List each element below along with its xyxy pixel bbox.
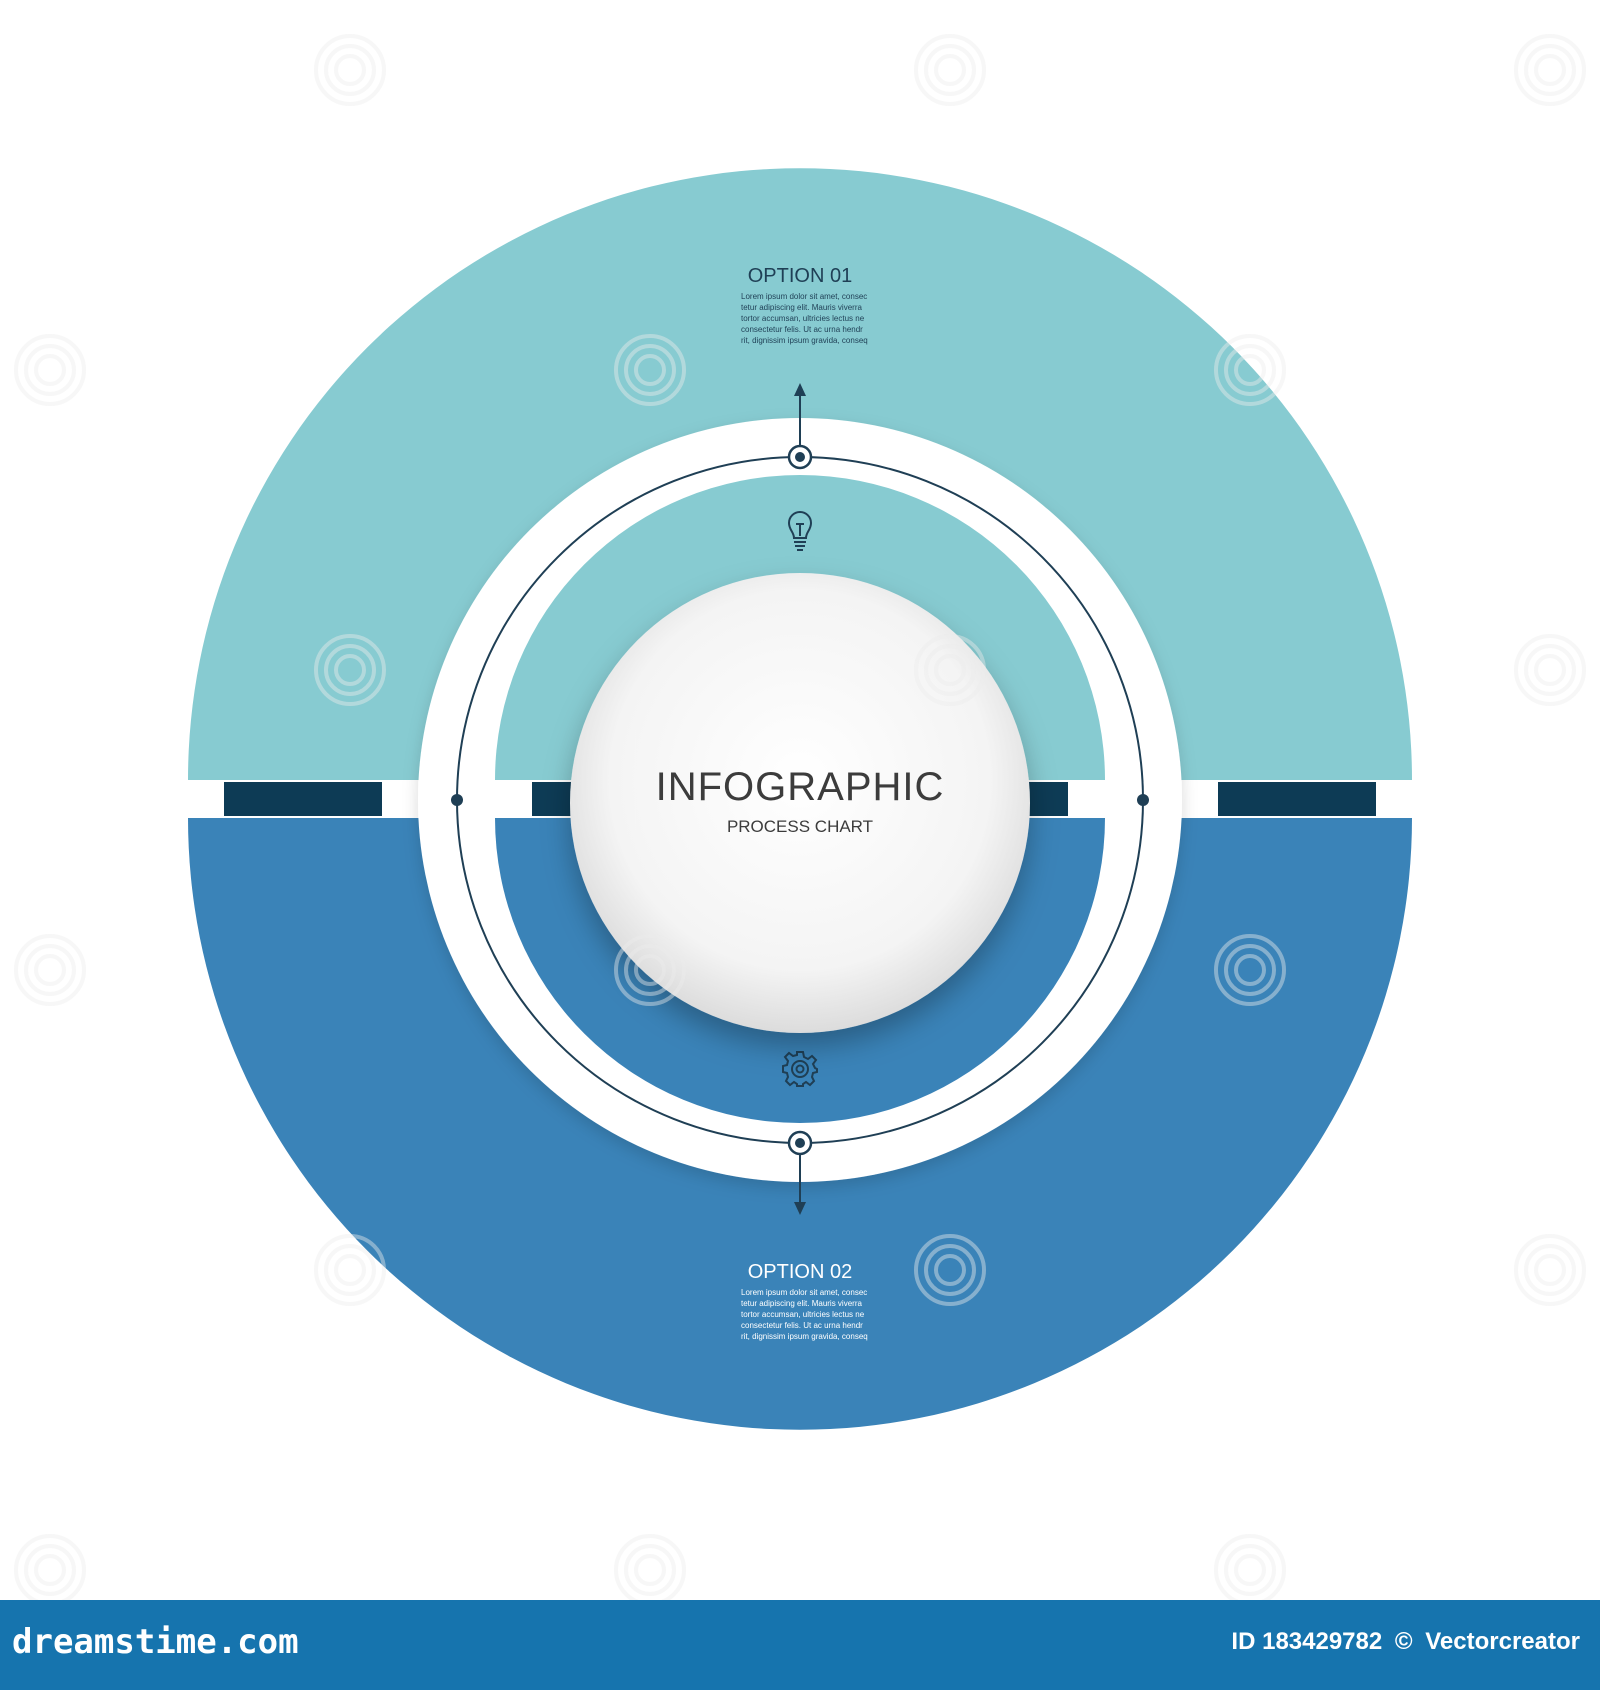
- option-2-body-line: consectetur felis. Ut ac urna hendr: [741, 1321, 863, 1330]
- footer-brand: dreamstime.com: [12, 1622, 299, 1662]
- connector-dot-right: [1137, 794, 1149, 806]
- node-bottom-inner: [795, 1138, 805, 1148]
- option-2-body-line: Lorem ipsum dolor sit amet, consec: [741, 1288, 867, 1297]
- option-2-body: Lorem ipsum dolor sit amet, consec tetur…: [741, 1288, 868, 1341]
- center-subtitle: PROCESS CHART: [727, 817, 873, 836]
- option-1-title: OPTION 01: [748, 265, 852, 287]
- option-2-body-line: tetur adipiscing elit. Mauris viverra: [741, 1299, 862, 1308]
- lightbulb-icon: [787, 511, 813, 551]
- center-circle: [570, 573, 1030, 1033]
- option-2-title: OPTION 02: [748, 1261, 852, 1283]
- option-1-body: Lorem ipsum dolor sit amet, consec tetur…: [741, 292, 868, 345]
- option-2-body-line: tortor accumsan, ultricies lectus ne: [741, 1310, 865, 1319]
- option-1-body-line: rit, dignissim ipsum gravida, conseq: [741, 336, 868, 345]
- infographic-diagram: INFOGRAPHIC PROCESS CHART OPTION 01 Lore…: [188, 168, 1412, 1430]
- footer-id: ID 183429782: [1231, 1628, 1383, 1655]
- arrow-down-head: [794, 1202, 806, 1215]
- node-top-inner: [795, 452, 805, 462]
- gap-bar-right-mid: [1026, 782, 1068, 816]
- option-1-body-line: Lorem ipsum dolor sit amet, consec: [741, 292, 867, 301]
- footer-meta: ID 183429782 © Vectorcreator: [1225, 1628, 1580, 1656]
- connector-dot-left: [451, 794, 463, 806]
- footer-copyright-icon: ©: [1394, 1628, 1413, 1655]
- gear-icon: [782, 1051, 818, 1087]
- gap-bar-left-outer: [224, 782, 382, 816]
- center-title: INFOGRAPHIC: [656, 765, 945, 809]
- footer-author: Vectorcreator: [1425, 1628, 1580, 1655]
- gap-bar-left-mid: [532, 782, 574, 816]
- arrow-up-head: [794, 383, 806, 396]
- option-1-body-line: tetur adipiscing elit. Mauris viverra: [741, 303, 862, 312]
- option-1-body-line: consectetur felis. Ut ac urna hendr: [741, 325, 863, 334]
- footer-bar: dreamstime.com ID 183429782 © Vectorcrea…: [0, 1600, 1600, 1690]
- option-2-body-line: rit, dignissim ipsum gravida, conseq: [741, 1332, 868, 1341]
- gap-bar-right-outer: [1218, 782, 1376, 816]
- option-1-body-line: tortor accumsan, ultricies lectus ne: [741, 314, 865, 323]
